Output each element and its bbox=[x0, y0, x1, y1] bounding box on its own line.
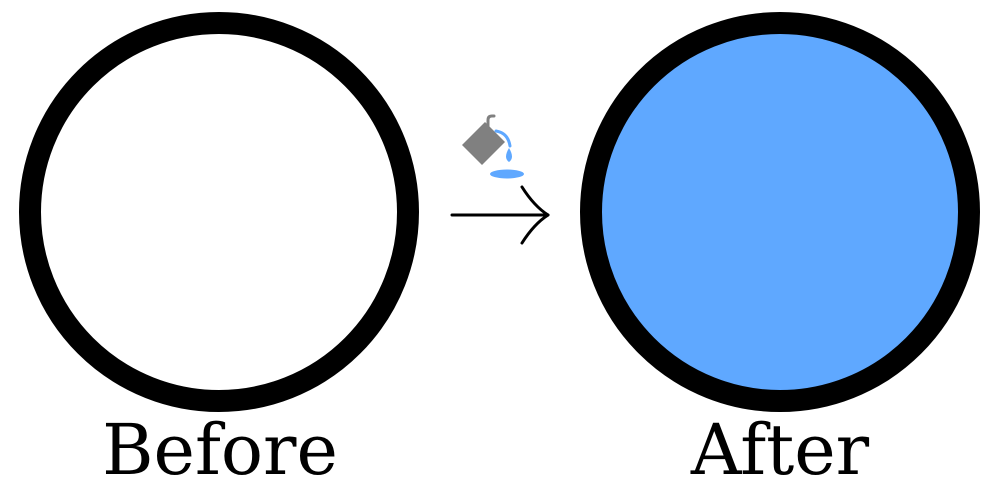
paint-bucket-icon bbox=[462, 114, 524, 179]
before-label: Before bbox=[102, 409, 338, 491]
after-circle bbox=[580, 12, 980, 412]
before-circle bbox=[19, 12, 419, 412]
after-label: After bbox=[690, 409, 870, 491]
right-arrow-icon bbox=[450, 185, 550, 245]
